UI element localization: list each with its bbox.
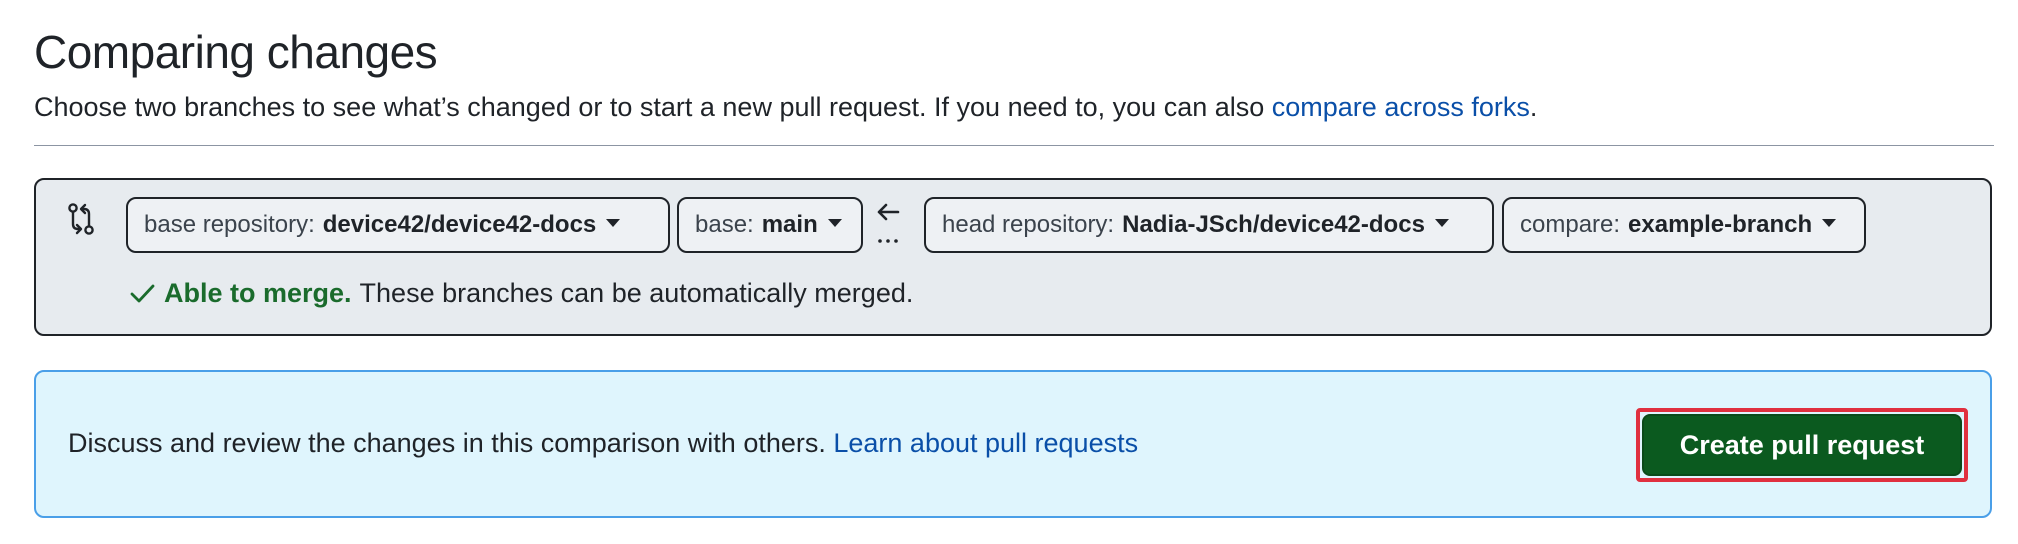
check-icon [130,284,155,303]
triangle-down-icon [827,219,842,227]
compare-branch-select[interactable]: compare: example-branch [1502,197,1866,253]
base-branch-select[interactable]: base: main [677,197,863,253]
arrow-left-icon [877,203,900,243]
compare-branch-label: compare: [1520,211,1621,238]
base-branch-value: main [761,211,818,238]
page-title: Comparing changes [34,26,438,78]
base-repository-value: device42/device42-docs [322,211,597,238]
compare-branch-value: example-branch [1628,211,1813,238]
head-repository-value: Nadia-JSch/device42-docs [1122,211,1425,238]
divider [34,145,1994,146]
subtitle-text: Choose two branches to see what’s change… [34,92,1272,122]
subtitle-suffix: . [1529,92,1538,122]
button-highlight [1636,408,1968,482]
learn-about-pull-requests-link[interactable]: Learn about pull requests [833,428,1139,458]
triangle-down-icon [1822,219,1837,227]
head-repository-label: head repository: [942,211,1115,238]
banner-message: Discuss and review the changes in this c… [68,428,834,458]
page-subtitle: Choose two branches to see what’s change… [34,90,1537,124]
merge-status-bold: Able to merge. [164,278,352,308]
range-editor: base repository: device42/device42-docs … [34,178,1992,336]
create-pr-banner: Discuss and review the changes in this c… [34,370,1992,518]
base-repository-label: base repository: [144,211,315,238]
triangle-down-icon [606,219,621,227]
banner-text: Discuss and review the changes in this c… [68,426,1138,460]
merge-status: Able to merge. These branches can be aut… [128,276,913,310]
merge-status-text: These branches can be automatically merg… [359,278,914,308]
base-branch-label: base: [695,211,754,238]
create-pull-request-button[interactable]: Create pull request [1642,414,1962,476]
head-repository-select[interactable]: head repository: Nadia-JSch/device42-doc… [924,197,1494,253]
base-repository-select[interactable]: base repository: device42/device42-docs [126,197,670,253]
triangle-down-icon [1434,219,1449,227]
compare-across-forks-link[interactable]: compare across forks [1271,92,1530,122]
git-compare-icon [68,203,94,235]
